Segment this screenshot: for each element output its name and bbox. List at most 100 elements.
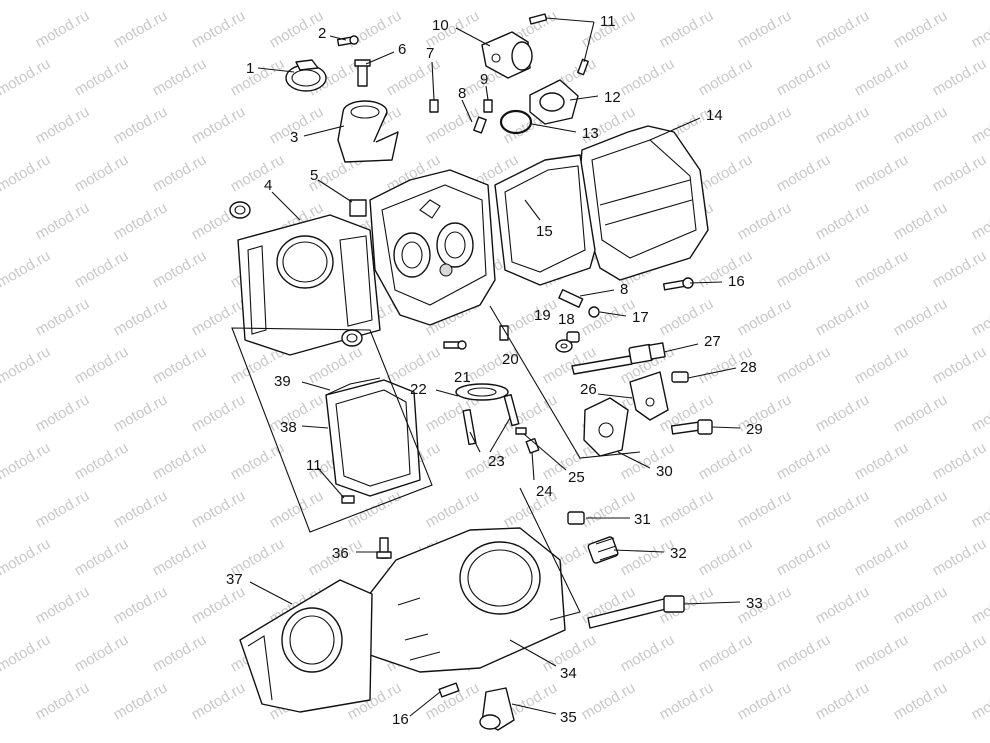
watermark-text: motod.ru [0, 631, 53, 675]
watermark-text: motod.ru [0, 151, 53, 195]
watermark-text: motod.ru [228, 0, 288, 3]
watermark-text: motod.ru [72, 247, 132, 291]
watermark-text: motod.ru [540, 0, 600, 3]
part-6-bolt [354, 59, 371, 87]
watermark-text: motod.ru [618, 0, 678, 3]
watermark-text: motod.ru [189, 679, 249, 723]
callout-8: 8 [458, 85, 466, 102]
watermark-text: motod.ru [72, 151, 132, 195]
part-27-long-bolt [571, 342, 666, 375]
callout-16: 16 [728, 273, 745, 290]
watermark-text: motod.ru [72, 55, 132, 99]
watermark-text: motod.ru [150, 631, 210, 675]
watermark-text: motod.ru [735, 487, 795, 531]
part-16-bolt-lower [438, 682, 460, 698]
watermark-text: motod.ru [813, 295, 873, 339]
part-10-outlet [481, 31, 533, 79]
part-33-stud [587, 595, 685, 629]
watermark-text: motod.ru [150, 55, 210, 99]
watermark-text: motod.ru [891, 487, 951, 531]
part-34-cylinder [364, 527, 566, 673]
watermark-text: motod.ru [228, 55, 288, 99]
watermark-text: motod.ru [33, 7, 93, 51]
callout-4: 4 [264, 177, 272, 194]
part-30-tensioner [583, 397, 629, 457]
watermark-text: motod.ru [774, 247, 834, 291]
watermark-text: motod.ru [969, 583, 990, 627]
watermark-text: motod.ru [852, 535, 912, 579]
part-32-fitting [587, 536, 619, 564]
callout-2: 2 [318, 25, 326, 42]
watermark-text: motod.ru [891, 295, 951, 339]
callout-26: 26 [580, 381, 597, 398]
watermark-text: motod.ru [735, 7, 795, 51]
part-3-intake-boot [337, 100, 399, 163]
watermark-text: motod.ru [267, 487, 327, 531]
callout-36: 36 [332, 545, 349, 562]
watermark-text: motod.ru [891, 391, 951, 435]
assembly-outline-cylinder [519, 487, 581, 621]
callout-29: 29 [746, 421, 763, 438]
watermark-text: motod.ru [852, 151, 912, 195]
watermark-text: motod.ru [150, 247, 210, 291]
watermark-text: motod.ru [33, 583, 93, 627]
callout-37: 37 [226, 571, 243, 588]
watermark-text: motod.ru [813, 391, 873, 435]
watermark-text: motod.ru [735, 679, 795, 723]
watermark-text: motod.ru [969, 679, 990, 723]
watermark-text: motod.ru [579, 487, 639, 531]
watermark-text: motod.ru [111, 103, 171, 147]
watermark-text: motod.ru [774, 0, 834, 3]
part-22-gasket [455, 383, 509, 401]
callout-7: 7 [426, 45, 434, 62]
watermark-text: motod.ru [813, 199, 873, 243]
callout-33: 33 [746, 595, 763, 612]
part-7-dowel [429, 99, 439, 113]
watermark-text: motod.ru [657, 679, 717, 723]
watermark-text: motod.ru [891, 583, 951, 627]
watermark-text: motod.ru [891, 679, 951, 723]
watermark-text: motod.ru [930, 535, 990, 579]
part-21-screw [443, 340, 467, 350]
watermark-text: motod.ru [930, 0, 990, 3]
watermark-text: motod.ru [189, 391, 249, 435]
watermark-text: motod.ru [111, 7, 171, 51]
watermark-text: motod.ru [813, 679, 873, 723]
watermark-text: motod.ru [852, 247, 912, 291]
watermark-text: motod.ru [423, 487, 483, 531]
callout-22: 22 [410, 381, 427, 398]
part-38-gasket [325, 379, 421, 497]
watermark-text: motod.ru [111, 679, 171, 723]
callout-23: 23 [488, 453, 505, 470]
watermark-text: motod.ru [384, 0, 444, 3]
watermark-text: motod.ru [774, 343, 834, 387]
watermark-text: motod.ru [735, 199, 795, 243]
watermark-text: motod.ru [111, 487, 171, 531]
watermark-text: motod.ru [930, 343, 990, 387]
part-15-gasket [494, 154, 596, 286]
part-25-clip [515, 427, 527, 435]
callout-34: 34 [560, 665, 577, 682]
callout-11-lower: 11 [306, 457, 322, 474]
part-26-bracket [629, 371, 669, 421]
callout-19: 19 [534, 307, 551, 324]
watermark-text: motod.ru [852, 343, 912, 387]
callout-17: 17 [632, 309, 649, 326]
watermark-text: motod.ru [696, 631, 756, 675]
part-drawings [229, 13, 713, 731]
watermark-text: motod.ru [150, 439, 210, 483]
part-13-o-ring [499, 109, 533, 135]
watermark-text: motod.ru [72, 535, 132, 579]
watermark-text: motod.ru [774, 55, 834, 99]
watermark-text: motod.ru [969, 7, 990, 51]
watermark-text: motod.ru [33, 199, 93, 243]
watermark-text: motod.ru [0, 55, 53, 99]
watermark-text: motod.ru [852, 439, 912, 483]
watermark-text: motod.ru [150, 151, 210, 195]
watermark-text: motod.ru [150, 343, 210, 387]
watermark-text: motod.ru [618, 55, 678, 99]
watermark-text: motod.ru [735, 391, 795, 435]
part-11-screw-lower [341, 495, 355, 504]
watermark-text: motod.ru [930, 55, 990, 99]
